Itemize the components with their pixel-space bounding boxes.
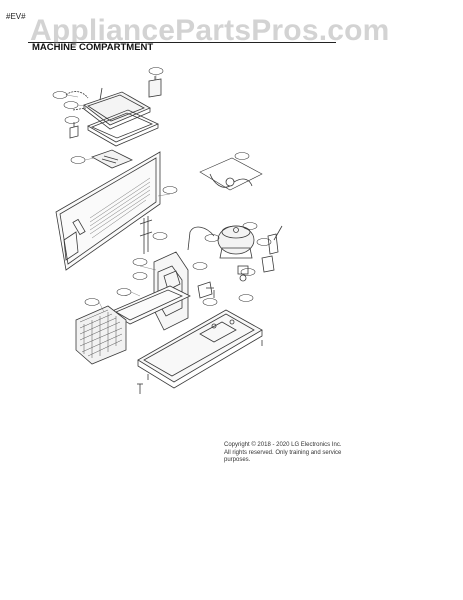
rod xyxy=(139,216,153,254)
capacitor xyxy=(197,281,214,299)
label-plate xyxy=(91,149,133,169)
copyright-line: All rights reserved. Only training and s… xyxy=(224,449,342,456)
wire-harness xyxy=(199,157,263,191)
cover-assembly xyxy=(65,87,159,147)
callout-bubbles xyxy=(52,67,272,306)
copyright-line: purposes. xyxy=(224,457,251,464)
copyright-line: Copyright © 2018 - 2020 LG Electronics I… xyxy=(224,442,342,448)
back-panel xyxy=(55,151,161,271)
small-clip xyxy=(69,122,79,139)
section-title: MACHINE COMPARTMENT xyxy=(32,42,154,53)
fitting xyxy=(237,265,249,282)
revision-label: #EV# xyxy=(6,12,26,21)
header-rule xyxy=(28,42,336,43)
small-bracket xyxy=(148,76,162,98)
base-plate xyxy=(137,309,263,389)
compressor xyxy=(187,225,255,259)
condenser-coil xyxy=(75,305,127,365)
relay-valve xyxy=(261,225,283,273)
screws xyxy=(137,290,215,394)
watermark: AppliancePartsPros.com xyxy=(30,14,390,47)
copyright-notice: Copyright © 2018 - 2020 LG Electronics I… xyxy=(224,442,344,465)
